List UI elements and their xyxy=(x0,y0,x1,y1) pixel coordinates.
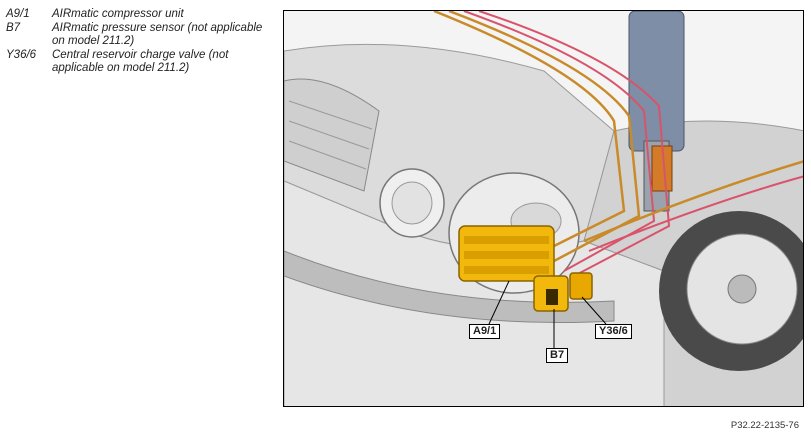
legend-code: B7 xyxy=(6,22,21,34)
airmatic-illustration: A9/1 B7 Y36/6 xyxy=(283,10,804,407)
legend-description: AIRmatic pressure sensor (not applicable… xyxy=(52,22,263,47)
legend-item-a9-1: A9/1 AIRmatic compressor unit xyxy=(6,8,276,21)
callout-b7: B7 xyxy=(546,348,569,363)
strut-body xyxy=(628,11,685,152)
car-front-drawing xyxy=(284,11,803,406)
legend-code: Y36/6 xyxy=(6,49,37,61)
legend-item-y36-6: Y36/6 Central reservoir charge valve (no… xyxy=(6,49,276,75)
air-line-2 xyxy=(448,11,641,263)
pressure-line-2 xyxy=(478,11,671,277)
air-line-1 xyxy=(433,11,626,253)
legend-description: Central reservoir charge valve (not appl… xyxy=(52,49,229,74)
air-line-3 xyxy=(583,160,803,243)
legend-item-b7: B7 AIRmatic pressure sensor (not applica… xyxy=(6,22,276,48)
legend-code: A9/1 xyxy=(6,8,30,20)
pressure-line-3 xyxy=(588,175,803,252)
legend-description: AIRmatic compressor unit xyxy=(52,8,184,20)
callout-y36-6: Y36/6 xyxy=(595,324,632,339)
pressure-line-1 xyxy=(463,11,656,272)
leader-y36-6 xyxy=(581,296,607,325)
figure-reference: P32.22-2135-76 xyxy=(730,420,799,431)
legend-list: A9/1 AIRmatic compressor unit B7 AIRmati… xyxy=(6,8,276,76)
leader-a9-1 xyxy=(488,280,510,325)
reservoir-valve xyxy=(569,272,593,300)
callout-a9-1: A9/1 xyxy=(469,324,501,339)
lower-intake xyxy=(284,250,615,324)
